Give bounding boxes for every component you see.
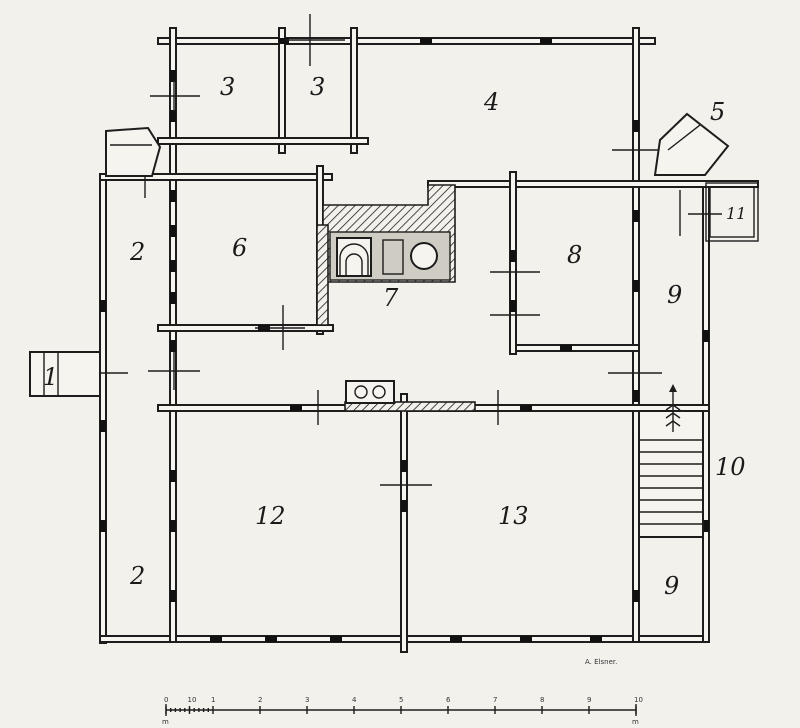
scale-tick-label: 9 (587, 696, 591, 704)
room-label-11: 11 (726, 204, 746, 223)
room-label-2-upper: 2 (129, 238, 145, 266)
scale-tick-label: 3 (305, 696, 309, 704)
room-label-9-lower: 9 (664, 572, 679, 600)
scale-tick-label: 4 (352, 696, 357, 704)
room-label-10: 10 (715, 453, 746, 481)
stove (344, 380, 476, 412)
scale-unit-left: m (162, 718, 169, 726)
scale-tick-label: 2 (258, 696, 262, 704)
stones (105, 112, 730, 177)
scale-unit-right: m (632, 718, 639, 726)
room-label-8: 8 (567, 241, 582, 269)
scale-tick-label: 1 (211, 696, 215, 704)
signature: A. Elsner. (585, 658, 617, 666)
room-label-7: 7 (383, 284, 399, 312)
scale-tick-label: 5 (399, 696, 403, 704)
door-marks (76, 14, 722, 486)
walls (99, 27, 759, 653)
room-label-9-upper: 9 (667, 281, 682, 309)
room-labels: 1 2 2 3 3 4 5 6 7 8 9 9 10 11 12 13 (43, 73, 746, 600)
scale-tick-label: 6 (446, 696, 451, 704)
room-label-2-lower: 2 (129, 562, 145, 590)
room-label-6: 6 (232, 234, 247, 262)
staircase (638, 384, 704, 538)
hearth (316, 184, 456, 326)
scale-tick-label: 0 (164, 696, 168, 704)
room-label-3-left: 3 (220, 73, 235, 101)
scale-tick-label: 10 (634, 696, 643, 704)
scale-bar: 0 10 1 2 3 4 5 6 7 8 9 10 m m (162, 696, 643, 726)
room-label-12: 12 (255, 502, 286, 530)
room-label-13: 13 (498, 502, 529, 530)
room-label-1: 1 (43, 363, 58, 391)
room-label-3-right: 3 (310, 73, 325, 101)
scale-tick-label: 8 (540, 696, 544, 704)
room-label-5: 5 (710, 98, 725, 126)
scale-tick-label: 7 (493, 696, 497, 704)
scale-tick-label: 10 (188, 696, 197, 704)
entrance-steps (29, 351, 101, 397)
room-label-4: 4 (483, 88, 499, 116)
